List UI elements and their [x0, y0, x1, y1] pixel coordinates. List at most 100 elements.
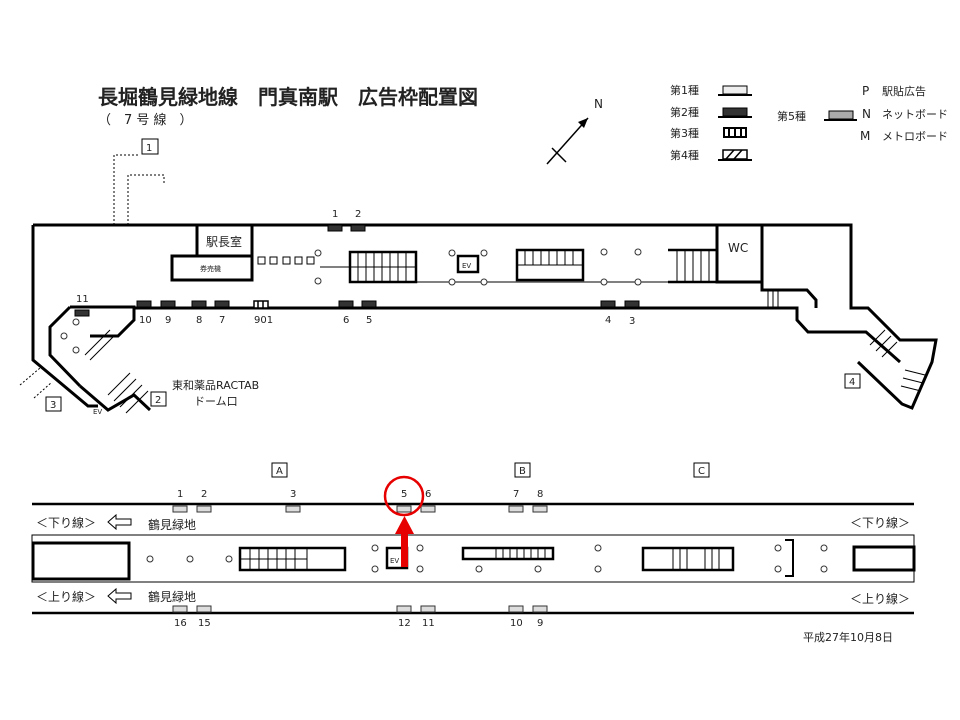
concourse-ad-1-label: 1 — [332, 209, 338, 220]
arrow-left-icon — [107, 587, 132, 605]
destination-label-up: 鶴見緑地 — [148, 589, 196, 604]
revision-date: 平成27年10月8日 — [803, 630, 893, 644]
exit-2-marker — [150, 391, 167, 407]
up-line-label-left: ＜上り線＞ — [36, 589, 96, 604]
legend-code-p-label: 駅貼広告 — [882, 84, 926, 98]
platform-ad-top-6-label: 6 — [425, 489, 431, 500]
legend-code-n-label: ネットボード — [882, 108, 948, 121]
down-line-label-left: ＜下り線＞ — [36, 515, 96, 530]
store-name: 東和薬品RACTAB — [172, 379, 259, 392]
concourse-ad-8-label: 8 — [196, 315, 202, 326]
concourse-ads: 1 2 11 10 9 8 7 901 6 5 4 3 — [74, 209, 640, 327]
north-label: N — [594, 97, 603, 111]
legend-type4-label: 第4種 — [670, 148, 699, 162]
platform-ad-top-3-label: 3 — [290, 489, 296, 500]
concourse-ad-11 — [74, 309, 90, 317]
platform-ad-top-6 — [420, 505, 436, 513]
platform-ad-top-8 — [532, 505, 548, 513]
concourse-ad-6-label: 6 — [343, 315, 349, 326]
platform-ad-top-7 — [508, 505, 524, 513]
page-title: 長堀鶴見緑地線 門真南駅 広告枠配置図 — [98, 85, 478, 109]
platform-ad-bottom-10 — [508, 605, 524, 613]
exit-4-marker — [844, 373, 861, 389]
platform-ads-bottom: 16 15 12 11 10 9 — [172, 605, 548, 629]
platform-ad-bottom-16 — [172, 605, 188, 613]
exit-2-label: 2 — [155, 395, 161, 406]
exit-3-dotted — [19, 367, 53, 399]
station-master-room-label: 駅長室 — [206, 234, 242, 249]
legend-code-n: N — [862, 107, 871, 121]
concourse-ad-8 — [191, 300, 207, 308]
concourse-ad-10 — [136, 300, 152, 308]
legend-type1-swatch — [722, 85, 748, 95]
arrow-left-icon — [107, 513, 132, 531]
zone-b-label: B — [519, 466, 526, 477]
ev-label: EV — [462, 262, 471, 270]
platform-ad-top-2 — [196, 505, 212, 513]
concourse-ad-7 — [214, 300, 230, 308]
line-subtitle: （ 7 号 線 ） — [98, 112, 193, 128]
platform-ad-bottom-15-label: 15 — [198, 618, 211, 629]
platform-ad-top-5-label: 5 — [401, 489, 407, 500]
platform-ad-bottom-11 — [420, 605, 436, 613]
up-line-label-right: ＜上り線＞ — [850, 591, 910, 606]
concourse-ad-3-label: 3 — [629, 316, 635, 327]
legend-code-m-label: メトロボード — [882, 130, 948, 143]
concourse-ad-901-label: 901 — [254, 315, 273, 326]
exit-1-marker — [141, 138, 159, 155]
ev-label-platform: EV — [390, 557, 399, 565]
concourse-ad-2 — [350, 224, 366, 232]
legend: 第1種 第2種 第3種 第4種 第5種 P 駅貼広告 N ネットボード M メト… — [670, 83, 948, 162]
down-line-label-right: ＜下り線＞ — [850, 515, 910, 530]
legend-code-p: P — [862, 84, 869, 98]
concourse-ad-4-label: 4 — [605, 315, 611, 326]
platform-ad-bottom-12-label: 12 — [398, 618, 411, 629]
platform-floorplan: A B C EV — [31, 462, 916, 615]
platform-ad-top-7-label: 7 — [513, 489, 519, 500]
ticket-machine-label: 券売機 — [200, 264, 221, 273]
legend-type3-label: 第3種 — [670, 126, 699, 140]
platform-ad-bottom-16-label: 16 — [174, 618, 187, 629]
concourse-ad-4 — [600, 300, 616, 308]
legend-type4-swatch — [718, 149, 752, 161]
wc-label: WC — [728, 241, 748, 255]
concourse-ad-5-label: 5 — [366, 315, 372, 326]
platform-ads-top: 1 2 3 5 6 7 8 — [172, 489, 548, 513]
platform-ad-bottom-9-label: 9 — [537, 618, 543, 629]
platform-ad-top-5 — [396, 505, 412, 513]
zone-c-label: C — [698, 466, 705, 477]
platform-ad-bottom-12 — [396, 605, 412, 613]
concourse-ad-2-label: 2 — [355, 209, 361, 220]
concourse-ad-11-label: 11 — [76, 294, 89, 305]
concourse-ad-901 — [253, 300, 269, 309]
destination-label-down: 鶴見緑地 — [148, 517, 196, 532]
exit-3-label: 3 — [50, 400, 56, 411]
platform-ad-bottom-15 — [196, 605, 212, 613]
concourse-ad-9 — [160, 300, 176, 308]
zone-a-label: A — [276, 466, 283, 477]
zone-b-marker — [514, 462, 531, 478]
ticket-gates — [257, 256, 315, 265]
exit-name: ドーム口 — [194, 395, 238, 408]
platform-ad-top-1 — [172, 505, 188, 513]
legend-type1-label: 第1種 — [670, 83, 699, 97]
platform-ad-bottom-11-label: 11 — [422, 618, 435, 629]
highlight-circle — [383, 475, 425, 517]
exit-3-marker — [45, 396, 62, 412]
highlight-arrow-icon — [395, 516, 414, 567]
exit-4-label: 4 — [849, 377, 855, 388]
concourse-ad-7-label: 7 — [219, 315, 225, 326]
platform-ad-top-1-label: 1 — [177, 489, 183, 500]
legend-type2-label: 第2種 — [670, 105, 699, 119]
concourse-ad-10-label: 10 — [139, 315, 152, 326]
concourse-ad-5 — [361, 300, 377, 308]
platform-ad-bottom-10-label: 10 — [510, 618, 523, 629]
concourse-ad-1 — [327, 224, 343, 232]
platform-ad-top-8-label: 8 — [537, 489, 543, 500]
legend-type5-swatch — [828, 110, 854, 120]
platform-ad-top-3 — [285, 505, 301, 513]
concourse-ad-9-label: 9 — [165, 315, 171, 326]
ev-label-exit2: EV — [93, 408, 102, 416]
concourse-ad-3 — [624, 300, 640, 308]
